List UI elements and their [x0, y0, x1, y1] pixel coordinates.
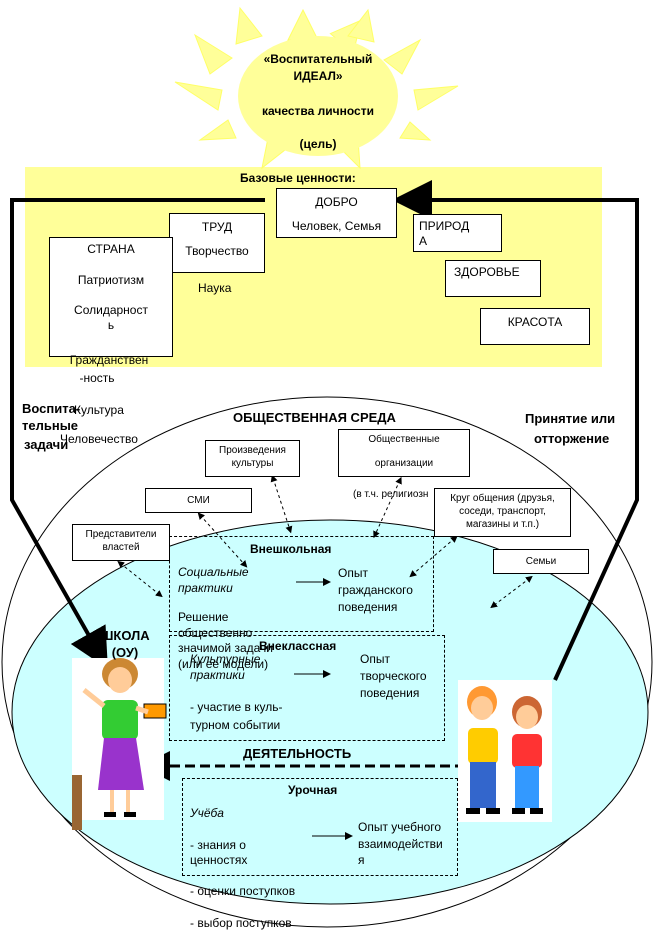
env-box-family: Семьи — [493, 549, 589, 574]
strana-line4: Гражданствен — [69, 353, 149, 367]
value-box-dobro: ДОБРО Человек, Семья — [276, 188, 397, 238]
public-orgs-line3: (в т.ч. религиозн — [353, 489, 429, 500]
culture-works-line2: культуры — [231, 458, 274, 469]
out-of-school-title: Внешкольная — [250, 542, 332, 556]
krasota-label: КРАСОТА — [507, 315, 563, 329]
strana-line2: Солидарност — [74, 303, 148, 317]
dobro-title: ДОБРО — [315, 195, 358, 209]
activity-label: ДЕЯТЕЛЬНОСТЬ — [243, 746, 352, 761]
sun-body — [238, 36, 398, 156]
study-result-line3: я — [358, 853, 365, 867]
trud-title: ТРУД — [201, 220, 233, 234]
box-in-school — [169, 635, 445, 741]
authorities-line1: Представители — [85, 529, 157, 540]
study-practice: Учёба — [190, 806, 224, 820]
value-box-strana: СТРАНА Патриотизм Солидарност ь — [49, 237, 173, 357]
civic-result-line3: поведения — [338, 600, 398, 614]
teacher-illustration — [72, 658, 167, 830]
priroda-line1: ПРИРОД — [419, 219, 470, 233]
study-result-line1: Опыт учебного — [358, 820, 442, 834]
assessment-line: - оценки поступков — [190, 884, 296, 898]
strana-line3: ь — [107, 318, 115, 332]
creative-result-line2: творческого — [360, 669, 427, 683]
social-practice-line1: Социальные — [178, 565, 249, 579]
strana-line6: Культура — [74, 403, 124, 417]
link-public-orgs — [373, 476, 402, 539]
value-box-trud: ТРУД Творчество — [169, 213, 265, 273]
trud-extra: Наука — [198, 281, 232, 295]
circle-line3: магазины и т.п.) — [465, 519, 540, 530]
social-task-line4: (или её модели) — [178, 657, 269, 671]
box-out-of-school — [169, 536, 434, 632]
right-label-line2: отторжение — [534, 431, 610, 446]
public-orgs-line1: Общественные — [368, 434, 440, 445]
civic-result-line1: Опыт — [338, 566, 368, 580]
value-box-krasota: КРАСОТА — [480, 308, 590, 345]
choice-line: - выбор поступков — [190, 916, 292, 930]
sun-goal: (цель) — [299, 137, 337, 151]
left-frame-line — [10, 198, 265, 669]
creative-result-line1: Опыт — [360, 652, 390, 666]
box-lesson — [182, 778, 458, 876]
school-title-line1: ШКОЛА — [100, 628, 150, 643]
lesson-title: Урочная — [288, 783, 338, 797]
left-label-line2: тельные — [22, 418, 79, 433]
right-frame-line — [392, 180, 639, 681]
base-values-title: Базовые ценности: — [240, 171, 356, 185]
strana-line1: Патриотизм — [77, 273, 145, 287]
school-title-line2: (ОУ) — [111, 645, 139, 660]
knowledge-line1: - знания о — [190, 838, 246, 852]
right-label-line1: Принятие или — [525, 411, 616, 426]
media-label: СМИ — [187, 495, 210, 506]
circle-line1: Круг общения (друзья, — [450, 493, 555, 504]
in-school-title: Внеклассная — [259, 639, 337, 653]
link-media — [197, 512, 248, 568]
dobro-sub: Человек, Семья — [291, 219, 382, 233]
sun-title-line2: ИДЕАЛ» — [293, 69, 343, 83]
left-label-line3: задачи — [24, 437, 69, 452]
trud-sub: Творчество — [185, 244, 249, 258]
sun-title-line1: «Воспитательный — [263, 52, 373, 66]
sun-rays — [174, 6, 459, 170]
cultural-practice-line1: Культурные — [190, 652, 261, 666]
env-box-public-orgs: Общественные организации — [338, 429, 470, 477]
public-orgs-line2: организации — [374, 458, 434, 469]
env-box-authorities: Представители властей — [72, 524, 170, 561]
link-authorities — [117, 560, 163, 598]
culture-works-line1: Произведения — [219, 445, 286, 456]
social-task-line2: общественно — [178, 626, 253, 640]
social-task-line1: Решение — [178, 610, 229, 624]
knowledge-line2: ценностях — [190, 853, 248, 867]
cultural-event-line2: турном событии — [190, 718, 281, 732]
env-box-culture-works: Произведения культуры — [205, 440, 300, 477]
priroda-line2: А — [419, 234, 428, 248]
family-label: Семьи — [525, 556, 557, 567]
creative-result-line3: поведения — [360, 686, 420, 700]
children-illustration — [458, 680, 552, 822]
cultural-event-line1: - участие в куль- — [190, 700, 283, 714]
sun-qualities: качества личности — [262, 104, 374, 118]
cultural-practice-line2: практики — [190, 668, 245, 682]
strana-line7: Человечество — [60, 432, 138, 446]
social-practice-line2: практики — [178, 581, 233, 595]
social-task-line3: значимой задачи — [178, 641, 273, 655]
value-box-zdorovie: ЗДОРОВЬЕ — [445, 260, 541, 297]
strana-title: СТРАНА — [87, 242, 135, 256]
authorities-line2: властей — [102, 542, 140, 553]
link-family — [490, 575, 533, 609]
zdorovie-label: ЗДОРОВЬЕ — [454, 265, 520, 279]
env-box-media: СМИ — [145, 488, 252, 513]
strana-line5: -ность — [79, 371, 115, 385]
value-box-priroda: ПРИРОД А — [413, 214, 502, 252]
left-label-line1: Воспита- — [22, 401, 81, 416]
environment-title: ОБЩЕСТВЕННАЯ СРЕДА — [233, 410, 396, 425]
env-box-circle: Круг общения (друзья, соседи, транспорт,… — [434, 488, 571, 537]
study-result-line2: взаимодействи — [358, 837, 443, 851]
circle-line2: соседи, транспорт, — [459, 506, 546, 517]
civic-result-line2: гражданского — [338, 583, 413, 597]
